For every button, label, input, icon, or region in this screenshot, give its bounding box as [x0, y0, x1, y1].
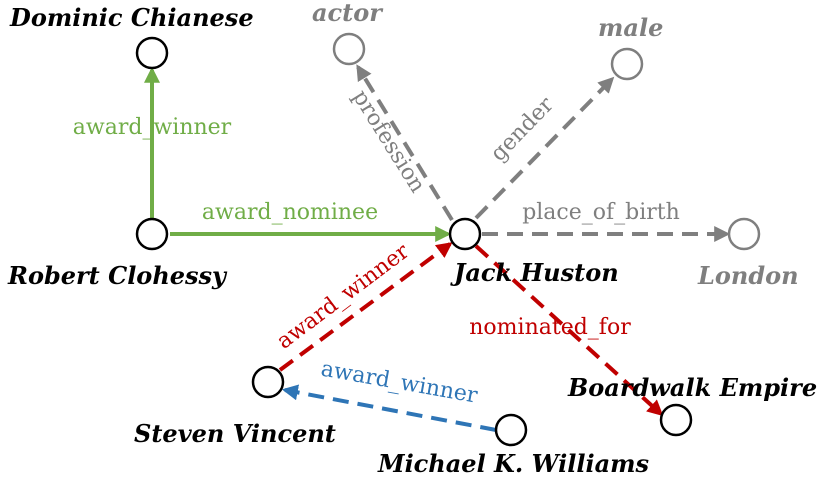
edge-steven-jack	[278, 242, 453, 372]
node-male	[610, 47, 644, 81]
edge-michael-steven	[281, 384, 497, 432]
node-label-boardwalk: Boardwalk Empire	[567, 373, 817, 402]
edge-jack-male	[474, 76, 615, 220]
edge-label-robert-jack: award_nominee	[202, 200, 378, 225]
node-london	[727, 217, 761, 251]
edge-jack-boardwalk	[474, 244, 664, 417]
node-label-jack: Jack Huston	[450, 258, 619, 287]
node-dominic	[135, 36, 169, 70]
node-label-male: male	[598, 13, 663, 42]
node-label-michael: Michael K. Williams	[377, 449, 650, 478]
node-label-dominic: Dominic Chianese	[9, 3, 254, 32]
node-steven	[251, 365, 285, 399]
node-label-steven: Steven Vincent	[134, 419, 336, 448]
edge-label-jack-london: place_of_birth	[522, 200, 680, 225]
edge-label-jack-boardwalk: nominated_for	[469, 315, 631, 340]
node-michael	[494, 413, 528, 447]
node-actor	[332, 32, 366, 66]
edge-label-jack-actor: profession	[347, 86, 430, 198]
edge-label-steven-jack: award_winner	[272, 239, 414, 355]
edge-jack-actor	[356, 64, 454, 222]
node-label-robert: Robert Clohessy	[7, 261, 228, 290]
edge-label-robert-dominic: award_winner	[73, 115, 232, 140]
node-boardwalk	[659, 403, 693, 437]
node-jack	[448, 217, 482, 251]
node-robert	[135, 217, 169, 251]
node-label-actor: actor	[312, 0, 384, 27]
edge-label-jack-male: gender	[486, 92, 559, 166]
node-label-london: London	[697, 261, 799, 290]
